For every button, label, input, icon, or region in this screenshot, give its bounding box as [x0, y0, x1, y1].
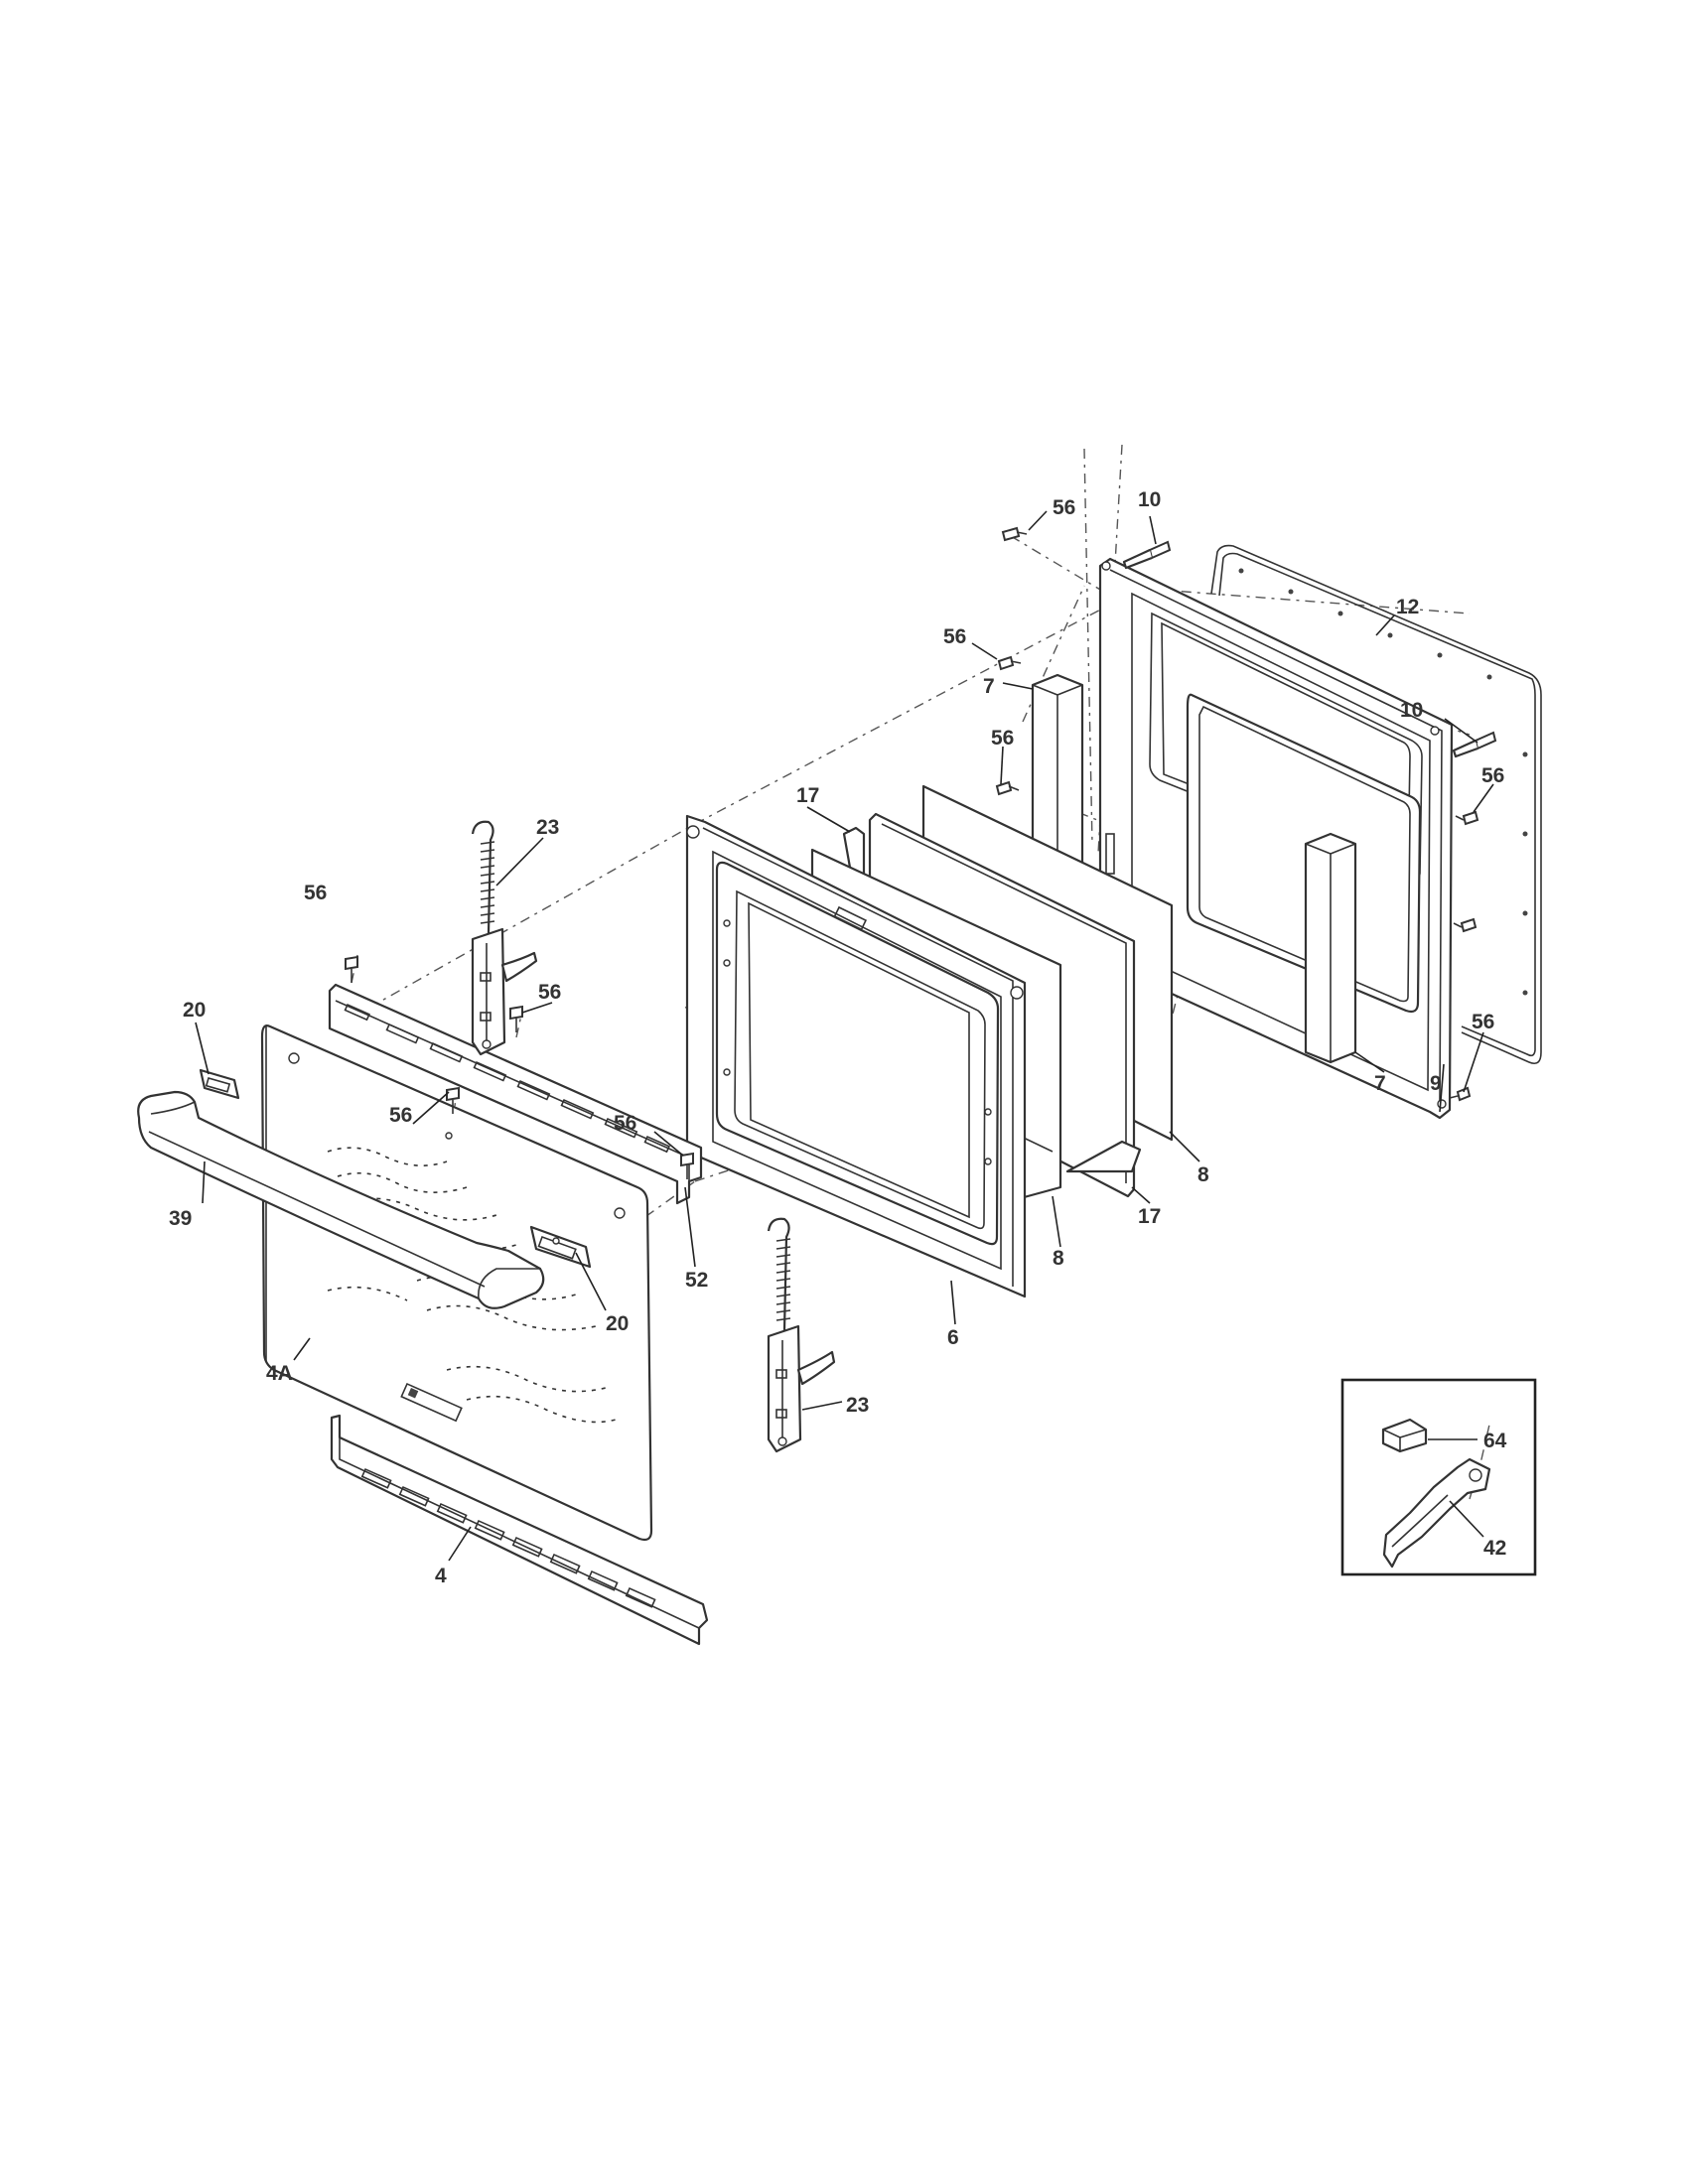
- part-6-door-frame: [685, 814, 1027, 1298]
- callout-20-left: 20: [183, 999, 206, 1022]
- callout-56-g: 56: [614, 1112, 636, 1135]
- callout-56-top: 56: [1053, 496, 1075, 519]
- screw-icon: [1449, 1086, 1472, 1102]
- callout-56-right: 56: [1481, 764, 1504, 787]
- part-20-mount-right: [529, 1225, 592, 1269]
- callout-8-bottom: 8: [1053, 1247, 1064, 1270]
- callout-56-c: 56: [991, 727, 1014, 750]
- callout-17-bottom: 17: [1138, 1205, 1161, 1228]
- inset-detail: [1340, 1378, 1537, 1576]
- callout-labels: 56 10 12 56 7 10 56 56 17 23 56 56 20 56…: [169, 488, 1507, 1587]
- part-9-inner-door: [1098, 557, 1454, 1120]
- part-42-bracket: [1382, 1457, 1491, 1569]
- callout-23-bottom: 23: [846, 1394, 869, 1417]
- part-12-gasket: [1210, 544, 1542, 1065]
- callout-56-b: 56: [943, 625, 966, 648]
- callout-42: 42: [1483, 1537, 1506, 1560]
- brand-badge: [400, 1382, 463, 1423]
- callout-39: 39: [169, 1207, 192, 1230]
- callout-52: 52: [685, 1269, 708, 1292]
- part-56-screws: [345, 526, 1479, 1179]
- vent-slots: [344, 1003, 670, 1154]
- callout-20-right: 20: [606, 1312, 629, 1335]
- screw-icon: [1455, 810, 1479, 826]
- callout-10-right: 10: [1400, 699, 1423, 722]
- part-4-bottom-trim: [330, 1414, 709, 1646]
- screw-icon: [1001, 526, 1028, 542]
- callout-23-top: 23: [536, 816, 559, 839]
- callout-7-top: 7: [983, 675, 995, 698]
- callout-10-top: 10: [1138, 488, 1161, 511]
- part-20-mount-left: [199, 1068, 240, 1100]
- screw-icon: [509, 1005, 523, 1032]
- part-7-insulation-bottom: [1304, 832, 1357, 1064]
- callout-64: 64: [1483, 1430, 1507, 1452]
- screw-icon: [997, 655, 1022, 671]
- screw-icon: [446, 1086, 460, 1114]
- callout-12: 12: [1396, 596, 1419, 618]
- bolt-icon: [1122, 540, 1172, 570]
- callout-56-d: 56: [304, 882, 327, 904]
- leader-lines: [195, 510, 1494, 1562]
- callout-56-f: 56: [389, 1104, 412, 1127]
- screw-icon: [1453, 917, 1477, 933]
- callout-4: 4: [435, 1565, 447, 1587]
- callout-8-right: 8: [1197, 1163, 1209, 1186]
- callout-7-bottom: 7: [1374, 1072, 1386, 1095]
- bolt-icon: [1452, 731, 1497, 758]
- screw-icon: [680, 1152, 694, 1179]
- callout-56-right-low: 56: [1472, 1011, 1494, 1033]
- callout-9: 9: [1430, 1072, 1442, 1095]
- part-10-bolts: [1122, 540, 1497, 758]
- screw-icon: [345, 955, 358, 983]
- part-23-hinge-top: [471, 820, 538, 1056]
- screw-icon: [995, 780, 1020, 796]
- callout-6: 6: [947, 1326, 959, 1349]
- callout-56-e: 56: [538, 981, 561, 1004]
- callout-17-top: 17: [796, 784, 819, 807]
- part-23-hinge-bottom: [767, 1217, 836, 1453]
- callout-4A: 4A: [266, 1362, 293, 1385]
- part-64-pad: [1381, 1418, 1428, 1453]
- part-39-handle: [137, 1090, 545, 1309]
